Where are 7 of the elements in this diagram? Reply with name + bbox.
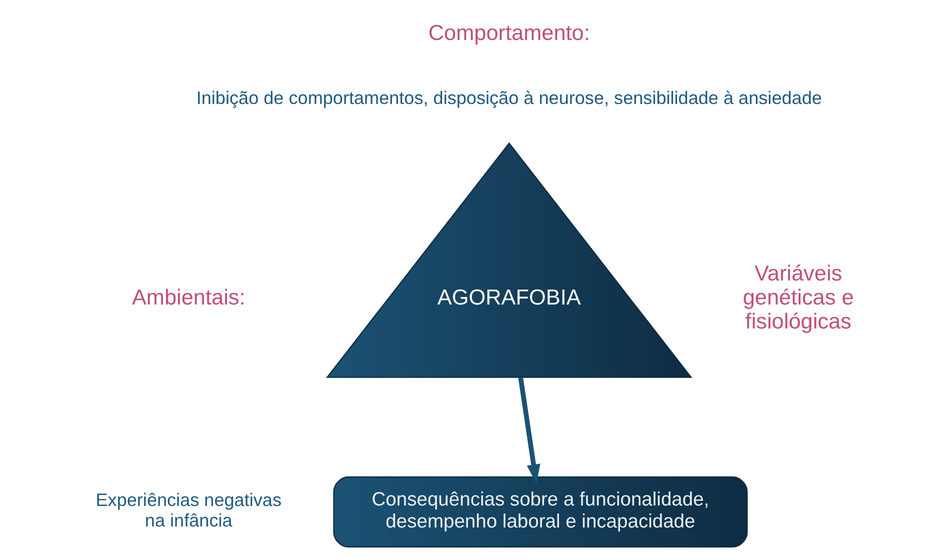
node-box: Consequências sobre a funcionalidade, desempenho laboral e incapacidade: [332, 476, 748, 548]
label: Comportamento:: [428, 20, 590, 46]
label: Experiências negativas na infância: [95, 490, 281, 530]
label: Ambientais:: [131, 284, 245, 310]
arrow: [518, 377, 540, 484]
label: Variáveis genéticas e fisiológicas: [742, 260, 854, 334]
label: Inibição de comportamentos, disposição à neurose, sensibilidade à ansiedade: [196, 88, 822, 108]
